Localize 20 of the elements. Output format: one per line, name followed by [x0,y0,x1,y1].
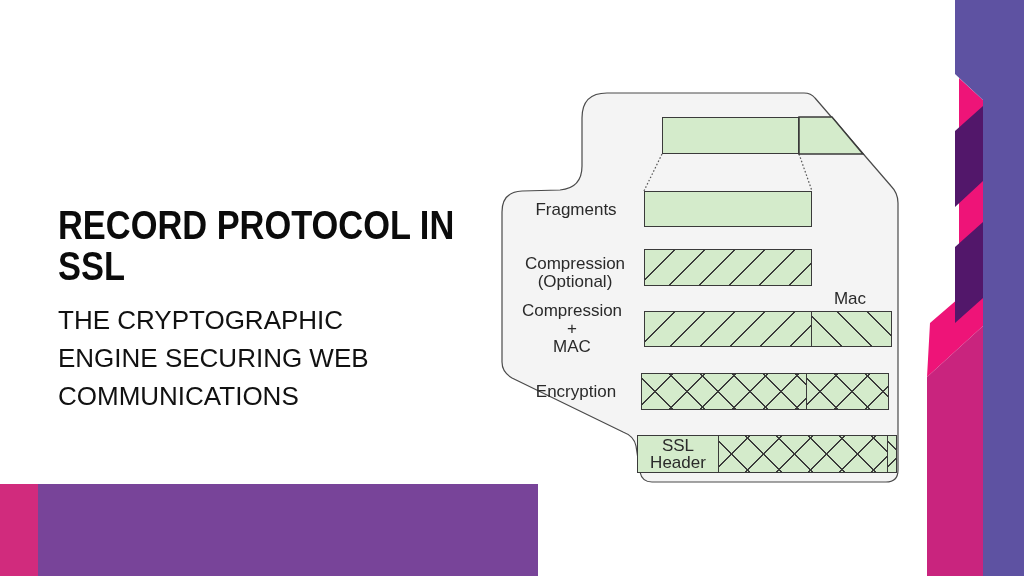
plain-bar [662,117,799,154]
dotted-line [798,153,813,192]
plain-bar [644,191,812,227]
bar-label: Compression (Optional) [523,255,627,291]
cross-hatched-bar [719,435,888,473]
hatched-bar [644,249,812,286]
bar-label: Compression + MAC [520,302,624,356]
plain-bar [799,117,863,154]
title: RECORD PROTOCOL IN SSL [58,205,456,287]
header-segment: SSL Header [637,435,719,473]
bar-label: Mac [832,290,868,308]
cross-hatched-bar [807,373,889,410]
bar-label: Fragments [534,201,618,219]
cross-hatched-bar [641,373,807,410]
dotted-line [643,153,663,192]
subtitle: THE CRYPTOGRAPHIC ENGINE SECURING WEB COMMUNICATIONS [58,304,370,413]
cross-hatched-bar [888,435,897,473]
hatched-bar [812,311,892,347]
bar-label: Encryption [534,383,618,401]
hatched-bar [644,311,812,347]
